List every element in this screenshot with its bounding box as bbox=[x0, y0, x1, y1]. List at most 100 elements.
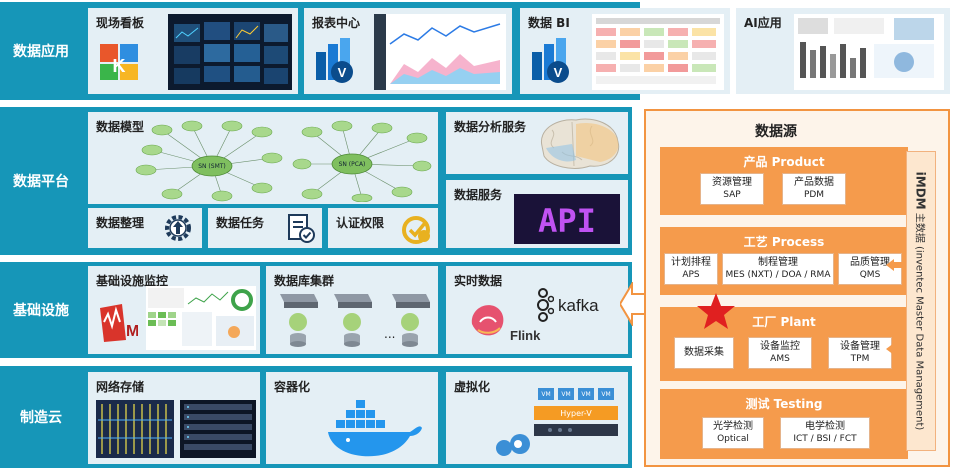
kanban-logo-icon: K bbox=[100, 44, 138, 80]
group-title: 工厂 Plant bbox=[752, 315, 816, 329]
group-title: 工艺 Process bbox=[743, 235, 825, 249]
data-source-panel: 数据源 产品 Product 资源管理 SAP 产品数据 PDM 工艺 Proc… bbox=[644, 109, 950, 467]
card-title: 数据服务 bbox=[454, 188, 503, 202]
item-sub: APS bbox=[682, 270, 700, 280]
item-main: 设备管理 bbox=[840, 341, 880, 352]
imdm-bold: iMDM bbox=[913, 171, 928, 210]
item-sub: TPM bbox=[850, 354, 870, 364]
card-report-center[interactable]: 报表中心 V bbox=[304, 8, 512, 94]
monitor-m-letter: M bbox=[126, 323, 138, 340]
card-title: 认证权限 bbox=[336, 216, 385, 230]
card-kanban[interactable]: 现场看板 K bbox=[88, 8, 298, 94]
item-resource-management[interactable]: 资源管理 SAP bbox=[700, 173, 764, 205]
item-tpm[interactable]: 设备管理 TPM bbox=[828, 337, 892, 369]
card-data-task[interactable]: 数据任务 bbox=[208, 208, 322, 248]
card-title: 容器化 bbox=[274, 380, 311, 394]
item-aps[interactable]: 计划排程 APS bbox=[664, 253, 718, 285]
star-icon bbox=[697, 293, 735, 329]
card-data-cleaning[interactable]: 数据整理 bbox=[88, 208, 202, 248]
card-title: 数据分析服务 bbox=[454, 120, 527, 134]
hyper-v-label: Hyper-V bbox=[560, 409, 592, 418]
data-source-title: 数据源 bbox=[755, 124, 797, 140]
card-title: 基础设施监控 bbox=[96, 274, 169, 288]
item-qms[interactable]: 品质管理 QMS bbox=[838, 253, 902, 285]
item-main: 制程管理 bbox=[758, 257, 798, 268]
card-data-model[interactable]: 数据模型 SN (SMT) SN (PCA) bbox=[88, 112, 438, 204]
task-checklist-icon bbox=[288, 214, 315, 243]
card-data-service[interactable]: 数据服务 API bbox=[446, 180, 628, 248]
ai-application-image bbox=[794, 14, 944, 90]
band-label: 数据平台 bbox=[13, 174, 69, 190]
card-ai-application[interactable]: AI应用 bbox=[736, 8, 950, 94]
gear-upload-icon bbox=[165, 215, 191, 241]
dashboard-screens-image bbox=[168, 14, 292, 90]
group-title: 产品 Product bbox=[743, 155, 825, 169]
card-auth-permission[interactable]: 认证权限 bbox=[328, 208, 438, 248]
arrow-small-icon bbox=[886, 259, 908, 271]
card-title: 实时数据 bbox=[454, 274, 503, 288]
arrow-small-icon bbox=[886, 183, 908, 195]
arrow-left-icon bbox=[620, 282, 646, 326]
card-network-storage[interactable]: 网络存储 bbox=[88, 372, 260, 464]
group-testing: 测试 Testing 光学检测 Optical 电学检测 ICT / BSI /… bbox=[660, 389, 908, 459]
card-title: 报表中心 bbox=[312, 16, 361, 30]
certificate-icon bbox=[402, 216, 430, 244]
arrow-small-icon bbox=[886, 421, 908, 433]
item-mes[interactable]: 制程管理 MES (NXT) / DOA / RMA bbox=[722, 253, 834, 285]
item-main: 计划排程 bbox=[671, 257, 711, 268]
item-electrical[interactable]: 电学检测 ICT / BSI / FCT bbox=[780, 417, 870, 449]
vm-label: VM bbox=[561, 391, 570, 398]
docker-whale-icon bbox=[328, 400, 422, 457]
card-infra-monitor[interactable]: 基础设施监控 M bbox=[88, 266, 260, 354]
card-virtualization[interactable]: 虚拟化 VM VM VM VM Hyper-V bbox=[446, 372, 628, 464]
item-ams[interactable]: 设备监控 AMS bbox=[748, 337, 812, 369]
item-main: 电学检测 bbox=[805, 421, 845, 432]
card-title: AI应用 bbox=[744, 16, 782, 30]
item-product-data[interactable]: 产品数据 PDM bbox=[782, 173, 846, 205]
card-data-bi[interactable]: 数据 BI V bbox=[520, 8, 730, 94]
item-sub: SAP bbox=[723, 190, 741, 200]
data-model-graph-image: SN (SMT) SN (PCA) bbox=[135, 120, 432, 202]
item-main: 数据采集 bbox=[684, 347, 724, 358]
group-title: 测试 Testing bbox=[745, 397, 823, 411]
item-sub: ICT / BSI / FCT bbox=[793, 434, 857, 444]
vm-label: VM bbox=[541, 391, 550, 398]
item-sub: Optical bbox=[717, 434, 749, 444]
report-logo-icon: V bbox=[316, 38, 353, 83]
report-chart-image bbox=[374, 14, 506, 90]
item-main: 产品数据 bbox=[794, 177, 834, 188]
item-main: 设备监控 bbox=[760, 341, 800, 352]
flink-icon bbox=[471, 305, 504, 336]
model-node-right: SN (PCA) bbox=[339, 161, 366, 168]
group-plant: 工厂 Plant 数据采集 设备监控 AMS 设备管理 TPM bbox=[660, 307, 908, 381]
item-main: 资源管理 bbox=[712, 177, 752, 188]
bi-logo-icon: V bbox=[532, 38, 569, 83]
imdm-desc: 主数据 (inventec Master Data Management) bbox=[913, 212, 925, 431]
network-storage-image bbox=[96, 400, 256, 458]
item-sub: QMS bbox=[859, 270, 881, 280]
card-title: 虚拟化 bbox=[454, 380, 491, 394]
card-data-analysis-service[interactable]: 数据分析服务 bbox=[446, 112, 628, 174]
group-product: 产品 Product 资源管理 SAP 产品数据 PDM bbox=[660, 147, 908, 215]
card-realtime-data[interactable]: 实时数据 Flink kafka bbox=[446, 266, 628, 354]
kafka-icon bbox=[537, 288, 554, 322]
card-db-cluster[interactable]: 数据库集群 ... bbox=[266, 266, 438, 354]
card-containerization[interactable]: 容器化 bbox=[266, 372, 438, 464]
cluster-ellipsis: ... bbox=[384, 327, 395, 341]
api-label: API bbox=[538, 202, 596, 240]
band-label: 制造云 bbox=[20, 410, 62, 426]
card-title: 数据库集群 bbox=[274, 274, 335, 288]
card-title: 数据任务 bbox=[216, 216, 265, 230]
bi-heatmap-image bbox=[592, 14, 724, 90]
database-cluster-icon: ... bbox=[280, 294, 430, 347]
item-sub: AMS bbox=[770, 354, 790, 364]
kanban-k-letter: K bbox=[113, 56, 126, 76]
item-data-collection[interactable]: 数据采集 bbox=[674, 337, 734, 369]
card-title: 网络存储 bbox=[96, 380, 145, 394]
monitor-dashboard-image bbox=[146, 286, 256, 350]
monitor-logo-icon: M bbox=[100, 304, 138, 342]
flink-label: Flink bbox=[510, 328, 541, 343]
card-title: 数据 BI bbox=[528, 16, 570, 30]
group-process: 工艺 Process 计划排程 APS 制程管理 MES (NXT) / DOA… bbox=[660, 227, 908, 295]
item-optical[interactable]: 光学检测 Optical bbox=[702, 417, 764, 449]
